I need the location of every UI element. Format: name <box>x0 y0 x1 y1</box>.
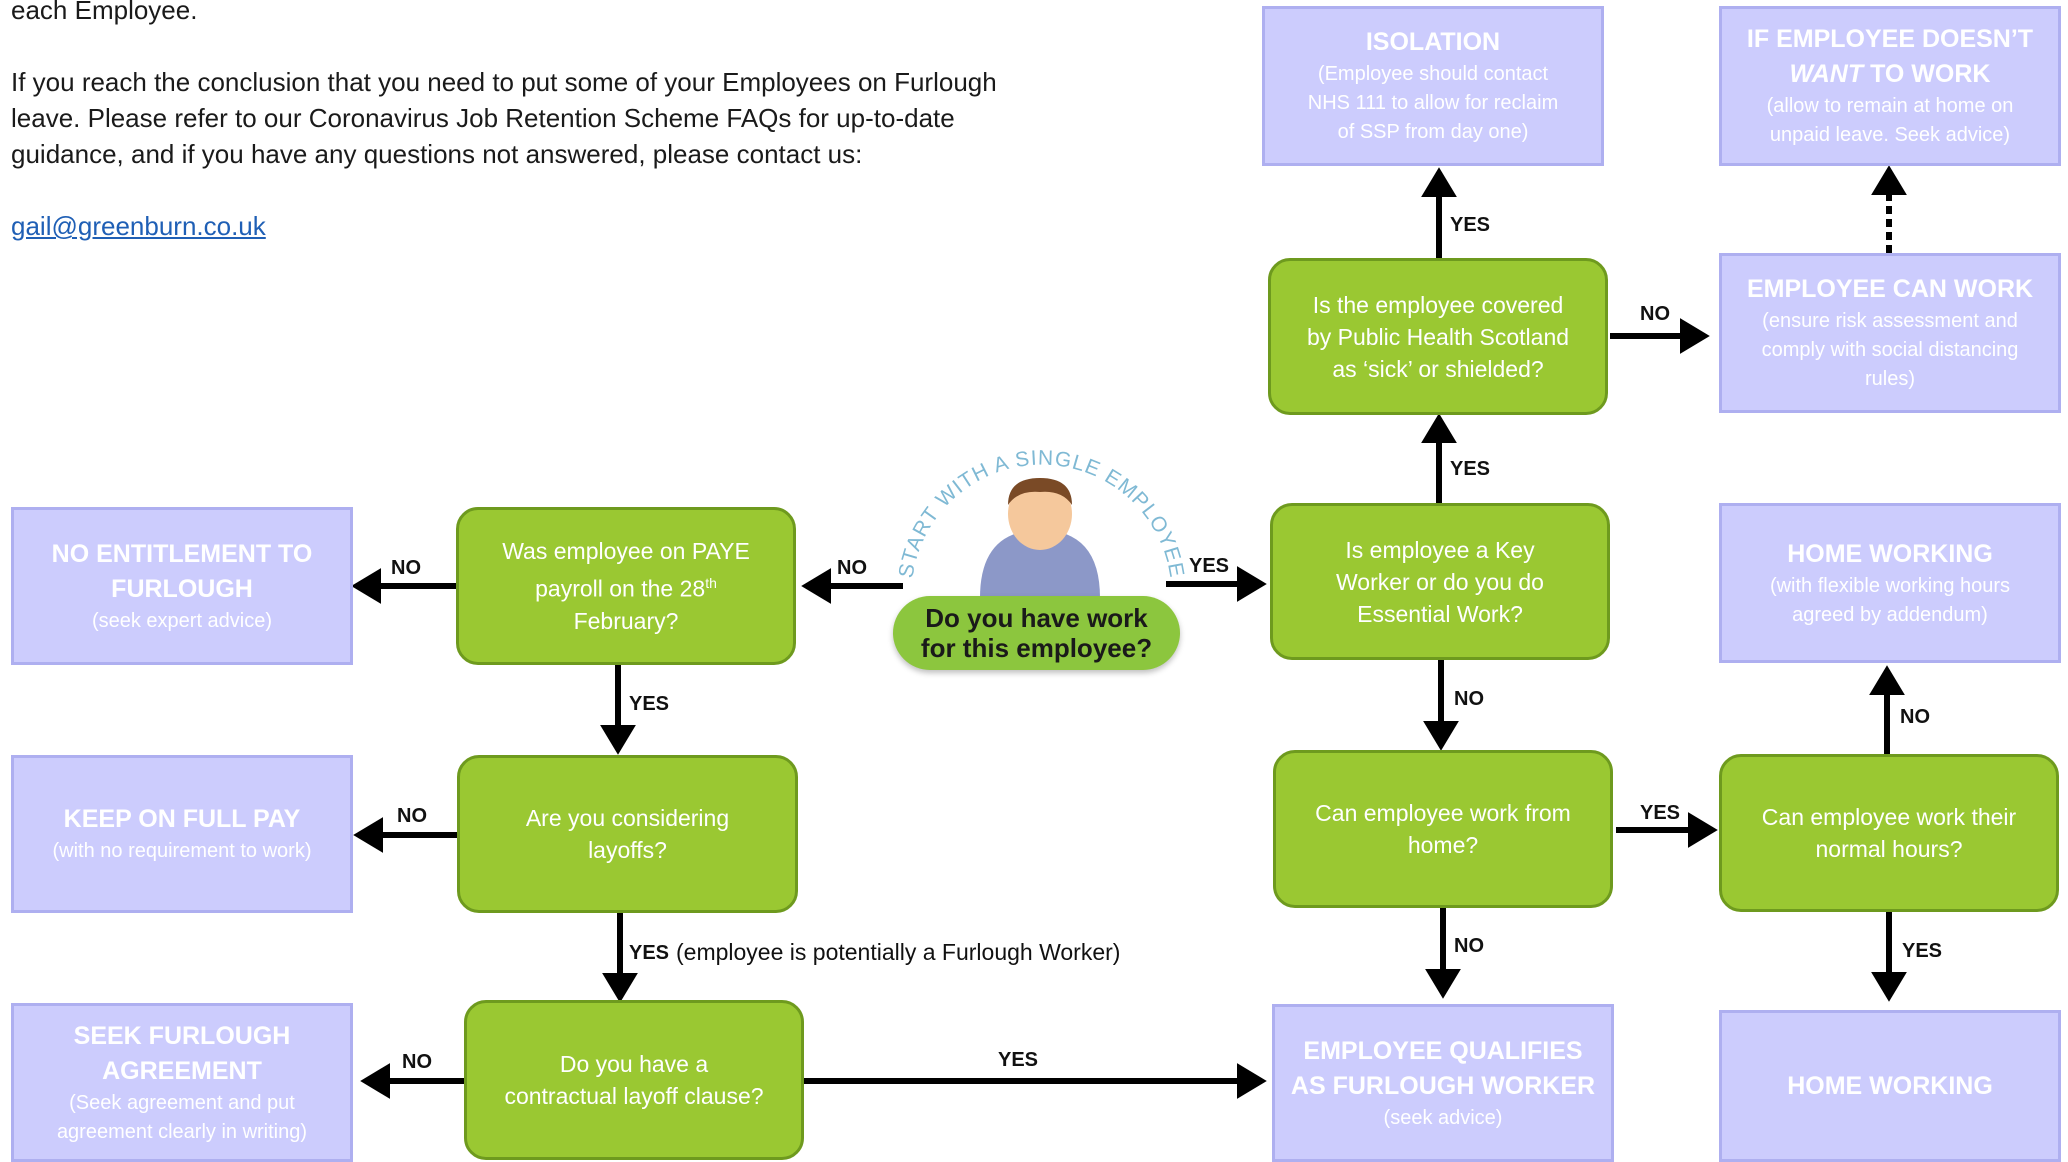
isolation-sub-2: NHS 111 to allow for reclaim <box>1307 92 1559 114</box>
label-hours-yes: YES <box>1902 940 1943 962</box>
hours-line-1: Can employee work their <box>1761 804 2017 830</box>
covered-line-2: by Public Health Scotland <box>1306 323 1570 350</box>
intro-line-1: If you reach the conclusion that you nee… <box>11 67 997 97</box>
keyworker-line-1: Is employee a Key <box>1345 536 1535 563</box>
outcome-doesnt-want-work: IF EMPLOYEE DOESN’T WANT TO WORK (allow … <box>1719 6 2061 166</box>
label-start-no: NO <box>837 557 867 579</box>
can-work-sub-3: rules) <box>1864 368 1915 390</box>
outcome-home-working-flexible: HOME WORKING (with flexible working hour… <box>1719 503 2061 663</box>
qualifies-title-1: EMPLOYEE QUALIFIES <box>1303 1036 1583 1065</box>
doesnt-want-title-2: WANT TO WORK <box>1790 57 1991 92</box>
furlough-note: (employee is potentially a Furlough Work… <box>676 939 1121 965</box>
keyworker-line-2: Worker or do you do <box>1336 568 1544 595</box>
contact-email-link[interactable]: gail@greenburn.co.uk <box>11 211 266 241</box>
outcome-qualifies-furlough: EMPLOYEE QUALIFIES AS FURLOUGH WORKER (s… <box>1272 1004 1614 1162</box>
seek-agreement-sub-2: agreement clearly in writing) <box>56 1120 308 1143</box>
label-layoffs-yes: YES <box>629 942 670 964</box>
layoff-clause-question: Do you have a contractual layoff clause? <box>464 1000 804 1160</box>
home-flex-sub-2: agreed by addendum) <box>1792 603 1988 626</box>
wfh-line-1: Can employee work from <box>1315 800 1571 826</box>
key-worker-question: Is employee a Key Worker or do you do Es… <box>1270 503 1610 660</box>
isolation-sub-1: (Employee should contact <box>1317 63 1549 85</box>
layoffs-line-2: layoffs? <box>588 837 667 863</box>
intro-line-0: each Employee. <box>11 0 198 25</box>
layoffs-line-1: Are you considering <box>525 805 730 831</box>
label-covered-no: NO <box>1640 303 1670 325</box>
paye-line-1: Was employee on PAYE <box>502 538 750 565</box>
intro-line-3: guidance, and if you have any questions … <box>11 139 863 169</box>
intro-line-2: leave. Please refer to our Coronavirus J… <box>11 103 955 133</box>
keyworker-line-3: Essential Work? <box>1357 600 1523 627</box>
contact-email-wrapper: gail@greenburn.co.uk <box>11 208 266 244</box>
normal-hours-question: Can employee work their normal hours? <box>1719 754 2059 912</box>
full-pay-title: KEEP ON FULL PAY <box>63 805 301 833</box>
covered-line-1: Is the employee covered <box>1312 291 1564 318</box>
doesnt-want-sub-2: unpaid leave. Seek advice) <box>1769 124 2011 146</box>
qualifies-sub: (seek advice) <box>1383 1106 1503 1129</box>
home-flex-sub-1: (with flexible working hours <box>1769 574 2011 597</box>
start-question-line-2: for this employee? <box>920 633 1153 663</box>
hours-line-2: normal hours? <box>1815 836 1963 862</box>
label-keyworker-yes: YES <box>1450 458 1491 480</box>
home-flex-title: HOME WORKING <box>1787 539 1993 568</box>
can-work-title: EMPLOYEE CAN WORK <box>1746 275 2034 303</box>
wfh-line-2: home? <box>1407 832 1479 858</box>
no-entitlement-sub: (seek expert advice) <box>91 609 273 632</box>
outcome-isolation: ISOLATION (Employee should contact NHS 1… <box>1262 6 1604 166</box>
public-health-question: Is the employee covered by Public Health… <box>1268 258 1608 415</box>
paye-line-2-sup: th <box>705 575 717 592</box>
label-keyworker-no: NO <box>1454 688 1484 710</box>
outcome-home-working: HOME WORKING <box>1719 1010 2061 1162</box>
label-covered-yes: YES <box>1450 214 1491 236</box>
label-wfh-no: NO <box>1454 935 1484 957</box>
label-paye-no: NO <box>391 557 421 579</box>
label-start-yes: YES <box>1189 555 1230 577</box>
doesnt-want-sub-1: (allow to remain at home on <box>1766 95 2014 117</box>
full-pay-sub: (with no requirement to work) <box>52 840 312 862</box>
start-question-line-1: Do you have work <box>925 603 1148 633</box>
paye-line-2-text: payroll on the 28 <box>535 575 706 602</box>
covered-line-3: as ‘sick’ or shielded? <box>1332 355 1544 382</box>
paye-question: Was employee on PAYE payroll on the 28th… <box>456 507 796 665</box>
paye-line-3: February? <box>573 607 679 634</box>
seek-agreement-title-2: AGREEMENT <box>102 1056 262 1085</box>
label-hours-no: NO <box>1900 706 1930 728</box>
person-avatar-icon <box>980 478 1100 598</box>
paye-line-2: payroll on the 28th <box>535 567 717 605</box>
can-work-sub-1: (ensure risk assessment and <box>1762 310 2018 332</box>
clause-line-1: Do you have a <box>559 1051 709 1077</box>
outcome-seek-agreement: SEEK FURLOUGH AGREEMENT (Seek agreement … <box>11 1003 353 1162</box>
seek-agreement-title-1: SEEK FURLOUGH <box>73 1021 291 1050</box>
doesnt-want-title-2-rest: TO WORK <box>1863 60 1991 88</box>
label-clause-yes: YES <box>998 1049 1039 1071</box>
label-wfh-yes: YES <box>1640 802 1681 824</box>
outcome-full-pay: KEEP ON FULL PAY (with no requirement to… <box>11 755 353 913</box>
qualifies-title-2: AS FURLOUGH WORKER <box>1290 1071 1596 1100</box>
clause-line-2: contractual layoff clause? <box>504 1083 764 1109</box>
outcome-no-entitlement: NO ENTITLEMENT TO FURLOUGH (seek expert … <box>11 507 353 665</box>
label-layoffs-no: NO <box>397 805 427 827</box>
start-question-badge: Do you have work for this employee? <box>893 596 1180 670</box>
label-paye-yes: YES <box>629 693 670 715</box>
outcome-employee-can-work: EMPLOYEE CAN WORK (ensure risk assessmen… <box>1719 253 2061 413</box>
can-work-sub-2: comply with social distancing <box>1761 339 2019 361</box>
no-entitlement-title-1: NO ENTITLEMENT TO <box>51 539 313 568</box>
label-clause-no: NO <box>402 1051 432 1073</box>
doesnt-want-emphasis: WANT <box>1789 60 1864 88</box>
doesnt-want-title-1: IF EMPLOYEE DOESN’T <box>1746 25 2034 53</box>
layoffs-question: Are you considering layoffs? <box>457 755 798 913</box>
isolation-title: ISOLATION <box>1365 28 1501 56</box>
work-from-home-question: Can employee work from home? <box>1273 750 1613 908</box>
seek-agreement-sub-1: (Seek agreement and put <box>69 1091 295 1114</box>
no-entitlement-title-2: FURLOUGH <box>111 574 253 603</box>
home-working-title: HOME WORKING <box>1787 1071 1993 1100</box>
isolation-sub-3: of SSP from day one) <box>1337 121 1529 143</box>
